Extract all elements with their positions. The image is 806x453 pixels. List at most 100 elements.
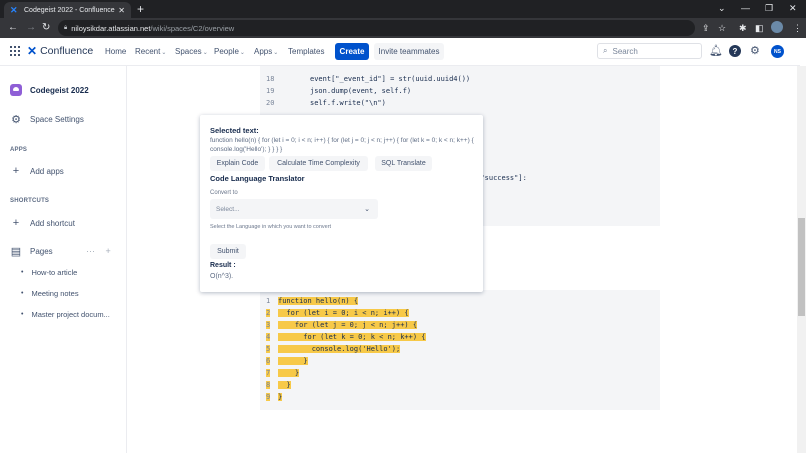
url-host: niloysikdar.atlassian.net <box>71 23 151 33</box>
gear-icon: ⚙ <box>11 114 21 126</box>
confluence-logo-icon: ✕ <box>27 44 38 58</box>
side-panel-icon[interactable]: ◧ <box>755 23 764 33</box>
browser-menu-icon[interactable]: ⋮ <box>793 23 802 33</box>
nav-people[interactable]: People⌄ <box>214 47 245 56</box>
invite-teammates-button[interactable]: Invite teammates <box>374 43 444 60</box>
plus-icon: + <box>12 217 20 229</box>
code-line: event["_event_id"] = str(uuid.uuid4()) <box>310 75 471 83</box>
create-button[interactable]: Create <box>335 43 369 60</box>
url-path: /wiki/spaces/C2/overview <box>150 23 235 33</box>
search-input[interactable]: ⌕ Search <box>597 43 702 59</box>
pages-icon: ▤ <box>10 246 22 258</box>
space-header[interactable]: Codegeist 2022 <box>10 84 89 96</box>
code-line: self.f.write("\n") <box>310 99 386 107</box>
minimize-icon[interactable]: — <box>741 3 750 13</box>
code-line: json.dump(event, self.f) <box>310 87 412 95</box>
code-fragment: :["success"]: <box>472 174 527 182</box>
line-number: 3 <box>266 321 271 329</box>
settings-gear-icon[interactable]: ⚙ <box>750 45 760 57</box>
nav-spaces[interactable]: Spaces⌄ <box>175 47 208 56</box>
search-placeholder: Search <box>612 46 638 56</box>
bookmark-star-icon[interactable]: ☆ <box>718 23 727 33</box>
code-line: } <box>278 369 300 377</box>
page-tree-item[interactable]: •How-to article <box>21 268 78 277</box>
line-number: 7 <box>266 369 271 377</box>
code-line: } <box>278 393 283 401</box>
new-tab-icon[interactable]: + <box>137 2 145 16</box>
app-switcher-icon[interactable] <box>10 46 20 56</box>
reload-icon[interactable]: ↻ <box>42 22 51 33</box>
page-scrollbar[interactable] <box>797 66 806 453</box>
space-icon <box>10 84 22 96</box>
line-number: 18 <box>266 75 275 83</box>
nav-home[interactable]: Home <box>105 47 127 56</box>
top-navigation: ✕ Confluence Home Recent⌄ Spaces⌄ People… <box>0 38 800 66</box>
sidebar-item-space-settings[interactable]: ⚙ Space Settings <box>11 114 84 126</box>
add-page-icon[interactable]: + <box>105 246 111 256</box>
close-window-icon[interactable]: ✕ <box>789 3 797 13</box>
notifications-bell-icon[interactable]: 🔔︎ <box>709 45 723 57</box>
sidebar-item-add-shortcut[interactable]: + Add shortcut <box>10 217 75 229</box>
chevron-down-icon: ⌄ <box>239 50 245 56</box>
line-number: 8 <box>266 381 271 389</box>
convert-to-label: Convert to <box>210 190 238 196</box>
nav-templates[interactable]: Templates <box>288 47 325 56</box>
apps-section-header: APPS <box>10 147 28 153</box>
language-select[interactable]: Select... ⌄ <box>210 199 378 219</box>
line-number: 6 <box>266 357 271 365</box>
nav-recent[interactable]: Recent⌄ <box>135 47 167 56</box>
code-line: for (let j = 0; j < n; j++) { <box>278 321 418 329</box>
explain-code-button[interactable]: Explain Code <box>210 156 265 171</box>
help-icon[interactable]: ? <box>729 45 741 57</box>
space-sidebar: Codegeist 2022 ⚙ Space Settings APPS + A… <box>0 66 127 453</box>
translator-title: Code Language Translator <box>210 174 305 183</box>
sidebar-item-add-apps[interactable]: + Add apps <box>10 165 64 177</box>
restore-icon[interactable]: ❐ <box>765 3 774 13</box>
line-number: 9 <box>266 393 271 401</box>
chevron-down-icon: ⌄ <box>273 50 279 56</box>
search-icon: ⌕ <box>603 46 608 55</box>
tab-title: Codegeist 2022 - Confluence <box>24 6 115 14</box>
page-tree-item[interactable]: •Meeting notes <box>21 289 79 298</box>
page-tree-item[interactable]: •Master project docum... <box>21 310 110 319</box>
line-number: 5 <box>266 345 271 353</box>
sidebar-item-pages[interactable]: ▤ Pages <box>10 246 53 258</box>
select-helper-text: Select the Language in which you want to… <box>210 224 332 230</box>
extensions-icon[interactable]: ✱ <box>739 23 747 33</box>
chevron-down-icon: ⌄ <box>364 206 370 213</box>
confluence-logo[interactable]: ✕ Confluence <box>27 44 93 58</box>
code-line: } <box>278 381 291 389</box>
sql-translate-button[interactable]: SQL Translate <box>375 156 432 171</box>
calculate-time-complexity-button[interactable]: Calculate Time Complexity <box>269 156 368 171</box>
browser-tab[interactable]: ✕ Codegeist 2022 - Confluence ✕ <box>4 2 131 18</box>
submit-button[interactable]: Submit <box>210 244 246 259</box>
address-bar[interactable]: 🔒︎ niloysikdar.atlassian.net /wiki/space… <box>58 20 695 36</box>
scrollbar-thumb[interactable] <box>798 218 805 316</box>
plus-icon: + <box>12 165 20 177</box>
code-line: for (let k = 0; k < n; k++) { <box>278 333 426 341</box>
line-number: 4 <box>266 333 271 341</box>
code-line: console.log('Hello'); <box>278 345 401 353</box>
tab-search-icon[interactable]: ⌄ <box>718 3 726 13</box>
browser-profile-avatar[interactable] <box>771 21 783 33</box>
confluence-favicon-icon: ✕ <box>10 4 18 15</box>
tab-close-icon[interactable]: ✕ <box>118 5 125 15</box>
more-actions-icon[interactable]: ··· <box>86 246 95 256</box>
back-icon[interactable]: ← <box>8 22 18 33</box>
browser-toolbar: ← → ↻ 🔒︎ niloysikdar.atlassian.net /wiki… <box>0 18 806 38</box>
forward-icon[interactable]: → <box>26 22 36 33</box>
nav-apps[interactable]: Apps⌄ <box>254 47 279 56</box>
lock-icon: 🔒︎ <box>64 24 68 31</box>
code-block-javascript: 1 function hello(n) { 2 for (let i = 0; … <box>260 290 660 410</box>
share-icon[interactable]: ⇪ <box>702 23 710 33</box>
selected-text-value: function hello(n) { for (let i = 0; i < … <box>210 137 474 153</box>
line-number: 19 <box>266 87 275 95</box>
product-name: Confluence <box>40 45 94 57</box>
pages-actions: ··· + <box>86 246 111 256</box>
result-label: Result : <box>210 262 236 269</box>
user-avatar[interactable]: NS <box>771 45 784 58</box>
code-line: } <box>278 357 308 365</box>
chevron-down-icon: ⌄ <box>202 50 208 56</box>
selected-text-label: Selected text: <box>210 126 259 135</box>
shortcuts-section-header: SHORTCUTS <box>10 198 50 204</box>
